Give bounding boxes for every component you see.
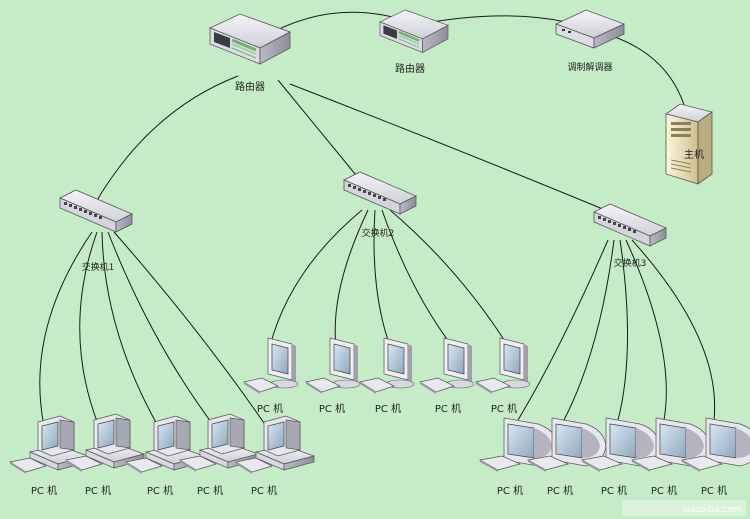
pc-label: PC 机 [319,402,345,415]
pc-icon [419,337,475,395]
switch-icon [59,189,133,233]
pc-label: PC 机 [197,484,223,497]
switch-label: 交换机2 [362,227,395,239]
switch-label: 交换机1 [82,261,115,273]
modem-icon [555,9,625,49]
pc-label: PC 机 [147,484,173,497]
switch-icon [593,203,667,247]
pc-label: PC 机 [601,484,627,497]
router-icon [208,12,292,66]
pc-label: PC 机 [31,484,57,497]
switch-label: 交换机3 [614,257,647,269]
pc-icon [475,337,531,395]
pc-icon [305,337,361,395]
server-icon [665,103,713,185]
pc-label: PC 机 [257,402,283,415]
host-label: 主机 [684,148,704,161]
pc-label: PC 机 [85,484,111,497]
pc-label: PC 机 [651,484,677,497]
pc-label: PC 机 [701,484,727,497]
pc-icon [359,337,415,395]
watermark-text: xiazaiba.com [683,505,742,515]
pc-label: PC 机 [435,402,461,415]
connection-lines [39,11,716,427]
pc-icon [243,337,299,395]
pc-label: PC 机 [547,484,573,497]
pc-label: PC 机 [491,402,517,415]
router-label: 路由器 [395,62,425,75]
watermark: xiazaiba.com [622,500,746,516]
switch-icon [343,171,417,215]
pc-label: PC 机 [251,484,277,497]
pc-icon [235,415,315,475]
pc-label: PC 机 [375,402,401,415]
modem-label: 调制解调器 [567,61,612,73]
pc-label: PC 机 [497,484,523,497]
router-label: 路由器 [235,80,265,93]
